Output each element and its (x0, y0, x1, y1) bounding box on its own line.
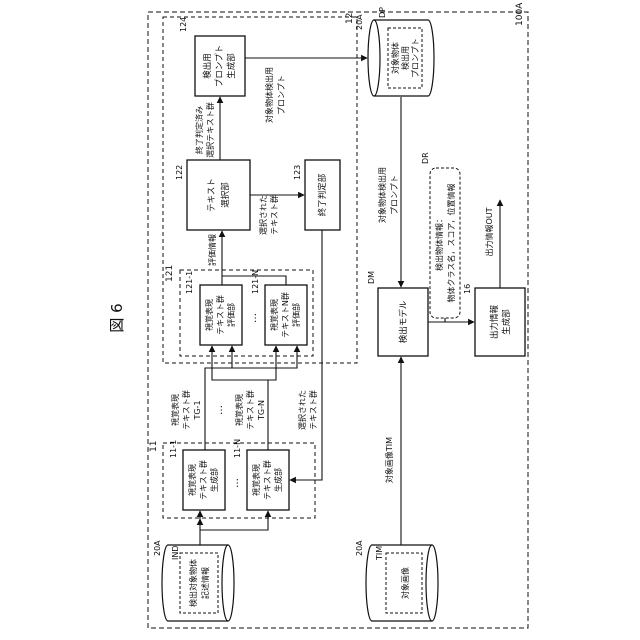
edge-tgn-line-2: テキスト群 (245, 390, 255, 430)
edge-prompt-mid-line-2: プロンプト (390, 175, 399, 215)
box-122-frame (187, 160, 250, 230)
ellipsis-11: … (230, 478, 241, 488)
storage-ref-ind: 20A (153, 540, 162, 556)
box-121-1-line-2: テキスト群 (215, 295, 225, 335)
group-121-ref: 121 (165, 265, 175, 282)
edge-tg1-line-2: テキスト群 (181, 390, 191, 430)
cylinder-ind-ref: IND (171, 545, 180, 560)
edge-eval-line-1: 評価情報 (207, 234, 217, 266)
box-dm-line-1: 検出モデル (398, 300, 409, 343)
edge-selected2-line-1: 選択された (297, 390, 307, 430)
cylinder-dp-line-3: プロンプト (411, 38, 420, 78)
box-121-n-ref: 121-N (251, 270, 260, 294)
box-122-line-1: テキスト (207, 178, 217, 212)
box-16-ref: 16 (463, 284, 472, 294)
edge-selected2-line-2: テキスト群 (308, 390, 318, 430)
box-121-1-ref: 121-1 (185, 271, 194, 294)
edge-tgn-line-3: TG-N (257, 400, 266, 421)
edge-tg1-line-3: TG-1 (193, 400, 202, 420)
box-121-n-line-2: テキストN群 (280, 292, 290, 338)
edge-selected-line-2: テキスト群 (269, 195, 279, 235)
edge-prompt-top-line-1: 対象物体検出用 (264, 67, 274, 123)
box-11-n-line-3: 生成部 (273, 468, 283, 492)
edge-done-line-1: 終了判定済み (194, 106, 204, 154)
group-11-ref: 11 (149, 441, 159, 452)
edge-prompt-mid-line-1: 対象物体検出用 (377, 167, 387, 223)
box-121-n-line-3: 評価部 (291, 303, 301, 327)
note-dr-line-1: 検出物体情報： (434, 215, 444, 271)
storage-ref-dp: 20A (355, 14, 364, 30)
box-123-ref: 123 (293, 165, 302, 180)
edge-selected-line-1: 選択された (258, 195, 268, 235)
box-11-1-line-3: 生成部 (209, 468, 219, 492)
ellipsis-121: … (248, 313, 259, 323)
cylinder-dp-line-1: 対象物体 (390, 42, 400, 74)
box-16-frame (475, 288, 525, 356)
box-122-ref: 122 (175, 165, 184, 180)
edge-done-line-2: 選択テキスト群 (205, 102, 215, 158)
cylinder-tim-ref: TIM (375, 546, 384, 561)
box-124-line-2: プロンプト (215, 45, 225, 87)
edge-out-line-1: 出力情報OUT (484, 207, 494, 256)
box-124-line-3: 生成部 (226, 53, 237, 79)
box-124-ref: 124 (179, 17, 188, 32)
box-11-n-line-1: 視覚表現 (251, 464, 261, 496)
figure-title: 図 6 (108, 303, 126, 332)
box-121-n-line-1: 視覚表現 (269, 299, 279, 331)
box-123-line-1: 終了判定部 (317, 173, 328, 216)
cylinder-tim-line-1: 対象画像 (400, 567, 410, 599)
box-121-1-line-1: 視覚表現 (204, 299, 214, 331)
box-11-1-ref: 11-1 (169, 440, 178, 458)
box-dm-ref: DM (367, 271, 376, 284)
cylinder-ind-line-2: 記述情報 (200, 567, 210, 599)
box-11-n-line-2: テキスト群 (262, 460, 272, 500)
edge-tim-line-1: 対象画像TIM (384, 437, 394, 483)
cylinder-dp-line-2: 検出用 (400, 46, 410, 70)
box-16-line-2: 生成部 (501, 309, 512, 335)
edge-tgn-line-1: 視覚表現 (234, 394, 244, 426)
edge-tg1-line-1: 視覚表現 (170, 394, 180, 426)
box-11-1-line-1: 視覚表現 (187, 464, 197, 496)
note-dr-ref: DR (421, 152, 430, 164)
box-121-1-line-3: 評価部 (226, 303, 236, 327)
edge-prompt-top-line-2: プロンプト (277, 75, 286, 115)
box-122-line-2: 選択部 (220, 182, 231, 208)
group-12-ref: 12 (345, 13, 355, 24)
box-11-n-ref: 11-N (233, 439, 242, 458)
box-11-1-line-2: テキスト群 (198, 460, 208, 500)
cylinder-ind-line-1: 検出対象物体 (188, 559, 198, 607)
storage-ref-tim: 20A (355, 540, 364, 556)
box-124-line-1: 検出用 (202, 53, 213, 79)
note-dr-line-2: 物体クラス名，スコア，位置情報 (446, 183, 456, 302)
system-ref-label: 100A (515, 2, 525, 26)
ellipsis-tg: … (214, 405, 225, 415)
box-16-line-1: 出力情報 (489, 305, 500, 340)
cylinder-dp-ref: DP (378, 7, 387, 18)
